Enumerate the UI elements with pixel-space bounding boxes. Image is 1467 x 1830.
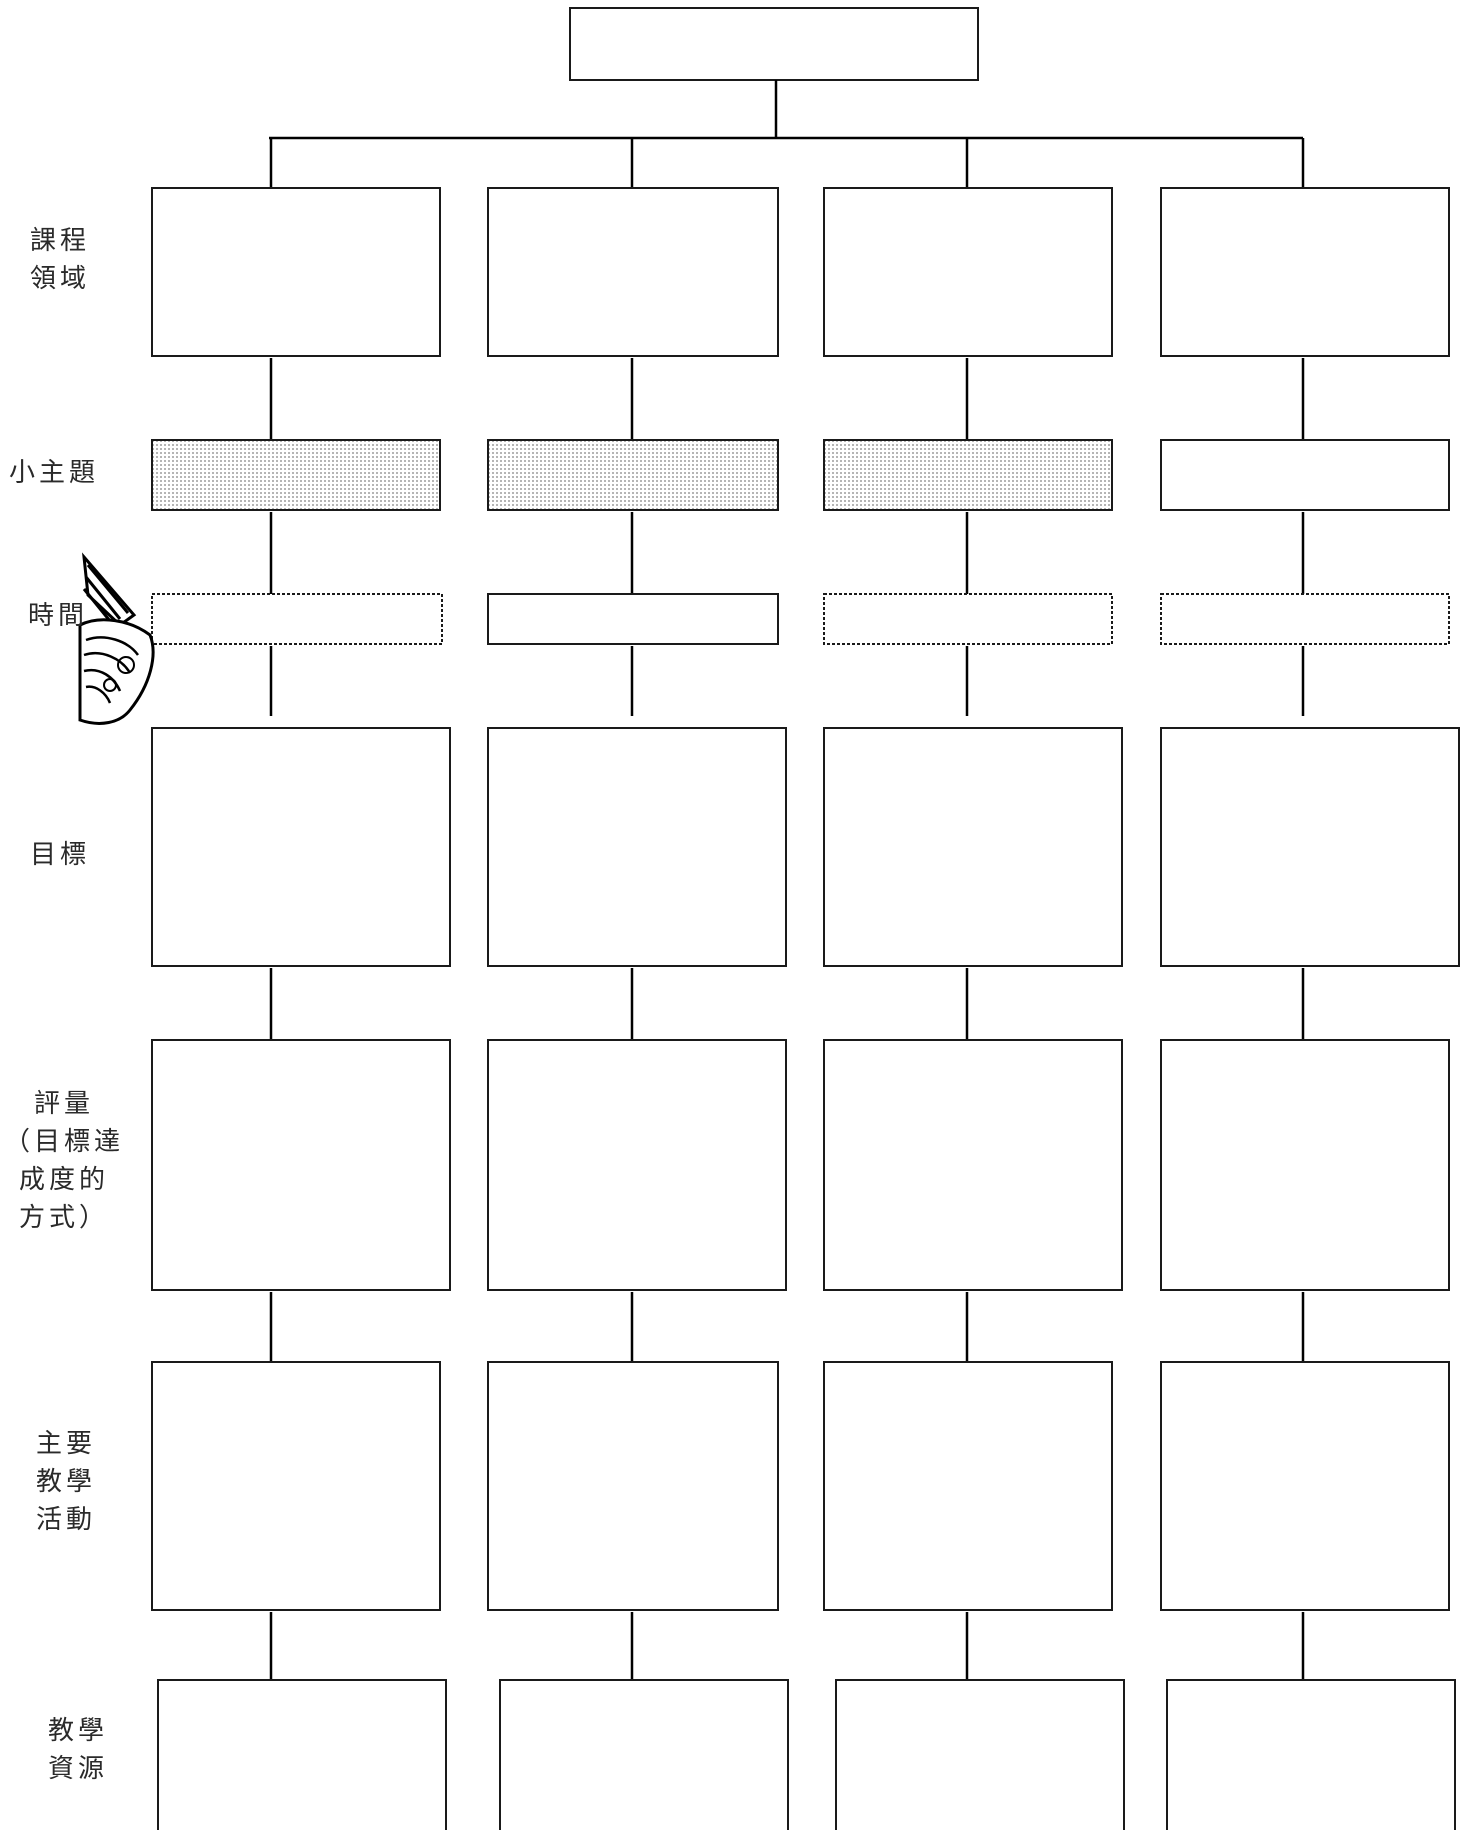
time-box-1 — [151, 593, 443, 645]
domain-box-1 — [151, 187, 441, 357]
row-label-resource: 教學 資源 — [47, 1716, 108, 1784]
resource-box-2 — [499, 1679, 789, 1830]
activity-box-4 — [1160, 1361, 1450, 1611]
domain-box-3 — [823, 187, 1113, 357]
domain-box-2 — [487, 187, 779, 357]
time-box-2 — [487, 593, 779, 645]
row-label-subtopic: 小主題 — [8, 458, 99, 488]
resource-box-4 — [1166, 1679, 1456, 1830]
connector-lines — [269, 80, 1305, 1680]
box-grid — [151, 187, 1460, 1830]
subtopic-box-4 — [1160, 439, 1450, 511]
row-label-domain: 課程 領域 — [29, 226, 90, 294]
seal-stamp-icon — [78, 552, 155, 725]
subtopic-box-3 — [823, 439, 1113, 511]
row-label-activity: 主要 教學 活動 — [35, 1429, 96, 1535]
assessment-box-4 — [1160, 1039, 1450, 1291]
objective-box-2 — [487, 727, 787, 967]
activity-box-2 — [487, 1361, 779, 1611]
time-box-4 — [1160, 593, 1450, 645]
objective-box-1 — [151, 727, 451, 967]
objective-box-4 — [1160, 727, 1460, 967]
row-label-objective: 目標 — [29, 840, 90, 870]
activity-box-1 — [151, 1361, 441, 1611]
resource-box-3 — [835, 1679, 1125, 1830]
time-box-3 — [823, 593, 1113, 645]
resource-box-1 — [157, 1679, 447, 1830]
assessment-box-3 — [823, 1039, 1123, 1291]
activity-box-3 — [823, 1361, 1113, 1611]
row-label-time: 時間 — [27, 601, 88, 631]
assessment-box-1 — [151, 1039, 451, 1291]
subtopic-box-1 — [151, 439, 441, 511]
domain-box-4 — [1160, 187, 1450, 357]
assessment-box-2 — [487, 1039, 787, 1291]
top-box — [569, 7, 979, 81]
row-label-assessment: 評量 （目標達 成度的 方式） — [4, 1089, 125, 1233]
subtopic-box-2 — [487, 439, 779, 511]
objective-box-3 — [823, 727, 1123, 967]
